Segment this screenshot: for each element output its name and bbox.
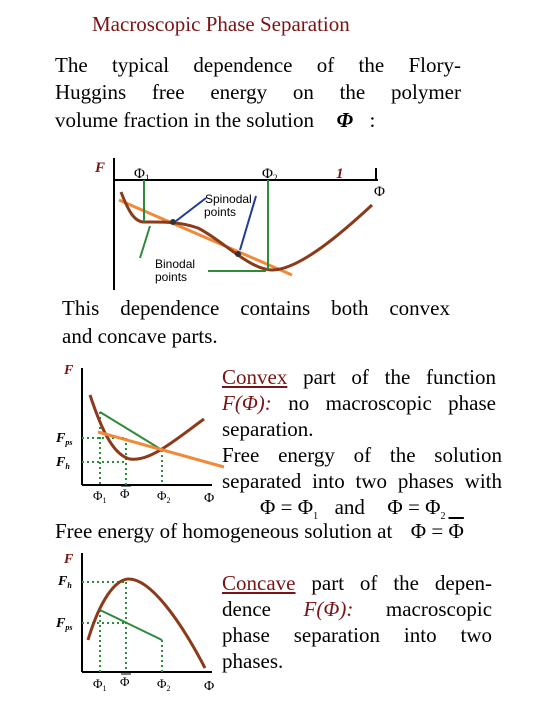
concave-line2-b: macroscopic [385, 597, 493, 621]
concave-line2-a: dence [222, 597, 271, 621]
and-word: and [334, 495, 365, 519]
convex-rest-1: part of the function [303, 365, 497, 389]
concave-rest-1: part of the depen- [311, 571, 493, 595]
concave-word: Concave [222, 571, 296, 595]
fig1-common-tangent [118, 198, 293, 277]
page-title: Macroscopic Phase Separation [92, 12, 350, 36]
middle-line-2: and concave parts. [62, 324, 218, 348]
eq1: Φ = Φ1 [260, 495, 319, 523]
convex-line-5: separated into two phases with [222, 469, 502, 493]
intro-line-1: The typical dependence of the Flory- [55, 53, 461, 77]
fig2-phibar-label: Φ [120, 486, 130, 501]
fig2-phi2-label: Φ2 [157, 488, 171, 505]
fig1-x-label: Φ [374, 184, 385, 200]
fig2-fps: Fps [55, 431, 72, 447]
convex-func: F(Φ): [222, 391, 272, 415]
fig2-pointer-line [97, 430, 225, 469]
concave-line-1: Concave part of the depen- [222, 570, 492, 597]
fig3-y-label: F [63, 552, 74, 567]
fig3-concave-curve [86, 577, 207, 669]
convex-word: Convex [222, 365, 288, 389]
fig3-fps: Fps [55, 616, 72, 632]
fig2-fh: Fh [55, 455, 70, 471]
fig3-x-label: Φ [204, 679, 214, 694]
fig1-spinodal-point-2 [235, 251, 241, 257]
fig2-chord [99, 411, 163, 451]
concave-line-3: phase separation into two [222, 623, 492, 647]
intro-line-3-text: volume fraction in the solution [55, 108, 314, 132]
intro-line-2: Huggins free energy on the polymer [55, 80, 461, 104]
fig2-y-label: F [63, 363, 74, 378]
fig1-spinodal-label-2: points [204, 205, 236, 219]
eq2: Φ = Φ2 [387, 495, 446, 523]
intro-line-3: volume fraction in the solution Φ : [55, 107, 375, 134]
convex-line-1: Convex part of the function [222, 364, 496, 391]
fig1-spinodal-arrow-2 [239, 195, 257, 251]
fig1-spinodal-label-1: Spinodal [205, 192, 252, 206]
fig1-binodal-label-1: Binodal [155, 257, 195, 271]
fig3-fh: Fh [57, 574, 72, 590]
fig3-phi1-label: Φ1 [93, 676, 107, 693]
fig1-phi1: Φ1 [134, 166, 149, 183]
fig1-spinodal-arrow-1 [175, 197, 207, 222]
convex-line-3: separation. [222, 417, 314, 441]
homog-equation: Φ = Φ [410, 519, 464, 543]
fig1-one-label: 1 [336, 166, 344, 182]
intro-line-3-colon: : [369, 108, 376, 132]
fig2-x-label: Φ [204, 491, 214, 506]
fig1-y-label: F [94, 160, 105, 176]
concave-func: F(Φ): [303, 597, 354, 621]
middle-line-1: This dependence contains both convex [62, 296, 450, 320]
convex-line-4: Free energy of the solution [222, 443, 502, 467]
fig1-phi2: Φ2 [262, 166, 277, 183]
fig1-binodal-label-2: points [155, 270, 187, 284]
homog-text: Free energy of homogeneous solution at [55, 519, 393, 543]
phi-symbol: Φ [336, 108, 354, 132]
fig3-phibar-label: Φ [120, 674, 130, 689]
convex-line-2: F(Φ): no macroscopic phase [222, 390, 496, 417]
fig2-convex-curve [88, 394, 205, 461]
fig2-phi1-label: Φ1 [93, 488, 107, 505]
homog-line: Free energy of homogeneous solution at Φ… [55, 518, 464, 545]
fig3-phi2-label: Φ2 [157, 676, 171, 693]
convex-equations: Φ = Φ1 and Φ = Φ2 [260, 494, 445, 530]
concave-line-4: phases. [222, 649, 284, 673]
fig1-binodal-arrow-1 [139, 225, 151, 259]
fig1-spinodal-point-1 [170, 219, 176, 225]
concave-line-2: dence F(Φ): macroscopic [222, 596, 492, 623]
fig3-chord [99, 609, 163, 641]
convex-rest-2: no macroscopic phase [288, 391, 496, 415]
fig1-free-energy-curve [119, 191, 374, 272]
